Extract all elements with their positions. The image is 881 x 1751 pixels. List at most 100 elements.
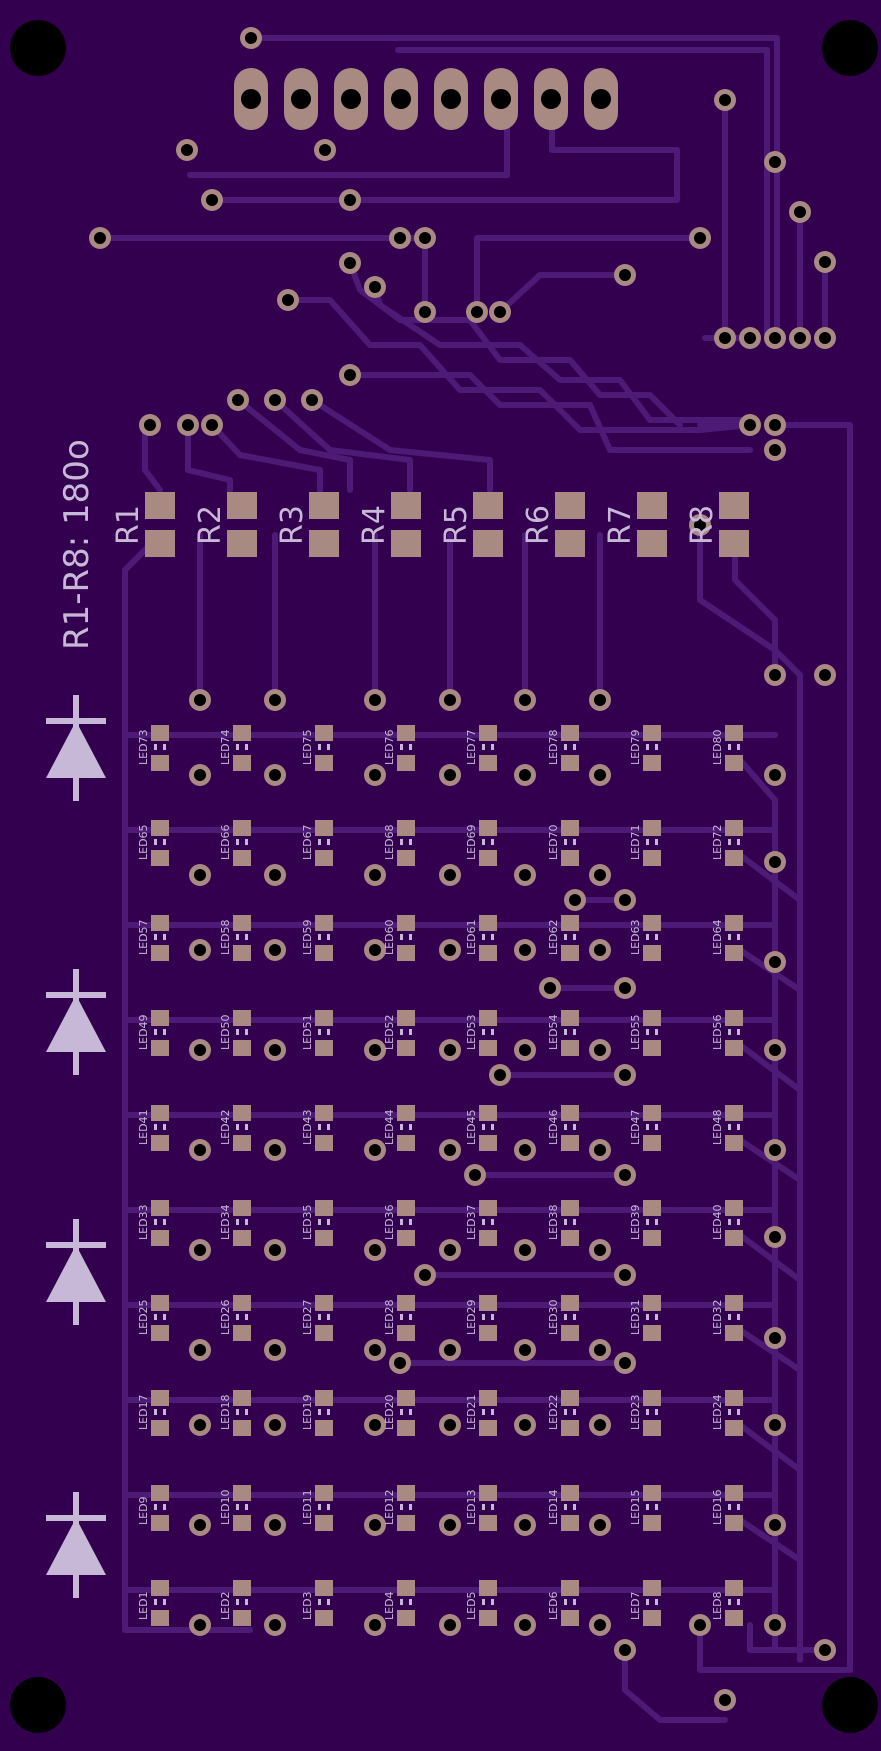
via xyxy=(589,1614,611,1636)
header-pin xyxy=(584,68,618,130)
board-label: R1-R8: 180o xyxy=(57,439,97,650)
via xyxy=(589,1239,611,1261)
header-pin xyxy=(434,68,468,130)
led-label: LED74 xyxy=(219,729,232,765)
via xyxy=(764,327,786,349)
led-label: LED51 xyxy=(301,1014,314,1050)
led-label: LED29 xyxy=(465,1299,478,1335)
led: LED6 xyxy=(547,1580,579,1626)
via xyxy=(789,327,811,349)
header-pin xyxy=(334,68,368,130)
via xyxy=(814,664,836,686)
led-label: LED67 xyxy=(301,824,314,860)
led: LED46 xyxy=(547,1105,579,1151)
diode-symbols xyxy=(46,695,106,1598)
via xyxy=(739,414,761,436)
via xyxy=(789,201,811,223)
via xyxy=(439,939,461,961)
led-label: LED64 xyxy=(711,919,724,955)
led: LED25 xyxy=(137,1295,169,1341)
via xyxy=(539,977,561,999)
led-label: LED21 xyxy=(465,1394,478,1430)
via xyxy=(764,1514,786,1536)
via xyxy=(189,1239,211,1261)
via xyxy=(414,301,436,323)
led: LED68 xyxy=(383,820,415,866)
led-label: LED42 xyxy=(219,1109,232,1145)
mounting-hole xyxy=(822,1677,878,1733)
via xyxy=(414,227,436,249)
via xyxy=(514,939,536,961)
via xyxy=(764,151,786,173)
via xyxy=(364,864,386,886)
led: LED54 xyxy=(547,1010,579,1056)
header-pin xyxy=(534,68,568,130)
via xyxy=(264,864,286,886)
led-label: LED80 xyxy=(711,729,724,765)
via xyxy=(439,1339,461,1361)
led: LED80 xyxy=(711,725,743,771)
via xyxy=(339,252,361,274)
led: LED13 xyxy=(465,1485,497,1531)
led-label: LED7 xyxy=(629,1591,642,1620)
via xyxy=(201,189,223,211)
via xyxy=(189,764,211,786)
mounting-hole xyxy=(10,1677,66,1733)
via xyxy=(139,414,161,436)
via xyxy=(689,1614,711,1636)
led: LED72 xyxy=(711,820,743,866)
pin-header xyxy=(234,68,618,130)
via xyxy=(689,514,711,536)
led: LED48 xyxy=(711,1105,743,1151)
via xyxy=(364,1039,386,1061)
led-label: LED57 xyxy=(137,919,150,955)
via xyxy=(614,1164,636,1186)
led: LED26 xyxy=(219,1295,251,1341)
via xyxy=(814,251,836,273)
led: LED73 xyxy=(137,725,169,771)
led-label: LED10 xyxy=(219,1489,232,1525)
via xyxy=(264,1614,286,1636)
led-label: LED37 xyxy=(465,1204,478,1240)
led: LED33 xyxy=(137,1200,169,1246)
via xyxy=(189,689,211,711)
via xyxy=(301,389,323,411)
led-label: LED70 xyxy=(547,824,560,860)
mounting-holes xyxy=(10,20,878,1733)
led: LED20 xyxy=(383,1390,415,1436)
via xyxy=(589,764,611,786)
led-label: LED1 xyxy=(137,1591,150,1620)
resistor-label: R7 xyxy=(603,505,638,545)
via xyxy=(514,1339,536,1361)
led-label: LED36 xyxy=(383,1204,396,1240)
led: LED9 xyxy=(137,1485,169,1531)
led-label: LED78 xyxy=(547,729,560,765)
led-label: LED72 xyxy=(711,824,724,860)
via xyxy=(201,414,223,436)
resistor-r3: R3 xyxy=(275,492,339,557)
via xyxy=(364,689,386,711)
led-label: LED55 xyxy=(629,1014,642,1050)
led: LED11 xyxy=(301,1485,333,1531)
led: LED78 xyxy=(547,725,579,771)
via xyxy=(764,1039,786,1061)
led-label: LED59 xyxy=(301,919,314,955)
diode-symbol xyxy=(46,695,106,801)
led-label: LED24 xyxy=(711,1394,724,1430)
resistor-r2: R2 xyxy=(193,492,257,557)
led-label: LED4 xyxy=(383,1591,396,1620)
via xyxy=(264,1339,286,1361)
via xyxy=(264,1239,286,1261)
led: LED57 xyxy=(137,915,169,961)
diode-symbol xyxy=(46,969,106,1075)
led-label: LED52 xyxy=(383,1014,396,1050)
led: LED70 xyxy=(547,820,579,866)
led: LED34 xyxy=(219,1200,251,1246)
via xyxy=(264,689,286,711)
led: LED15 xyxy=(629,1485,661,1531)
via xyxy=(364,764,386,786)
led: LED31 xyxy=(629,1295,661,1341)
led: LED8 xyxy=(711,1580,743,1626)
led-label: LED8 xyxy=(711,1591,724,1620)
via xyxy=(189,1514,211,1536)
